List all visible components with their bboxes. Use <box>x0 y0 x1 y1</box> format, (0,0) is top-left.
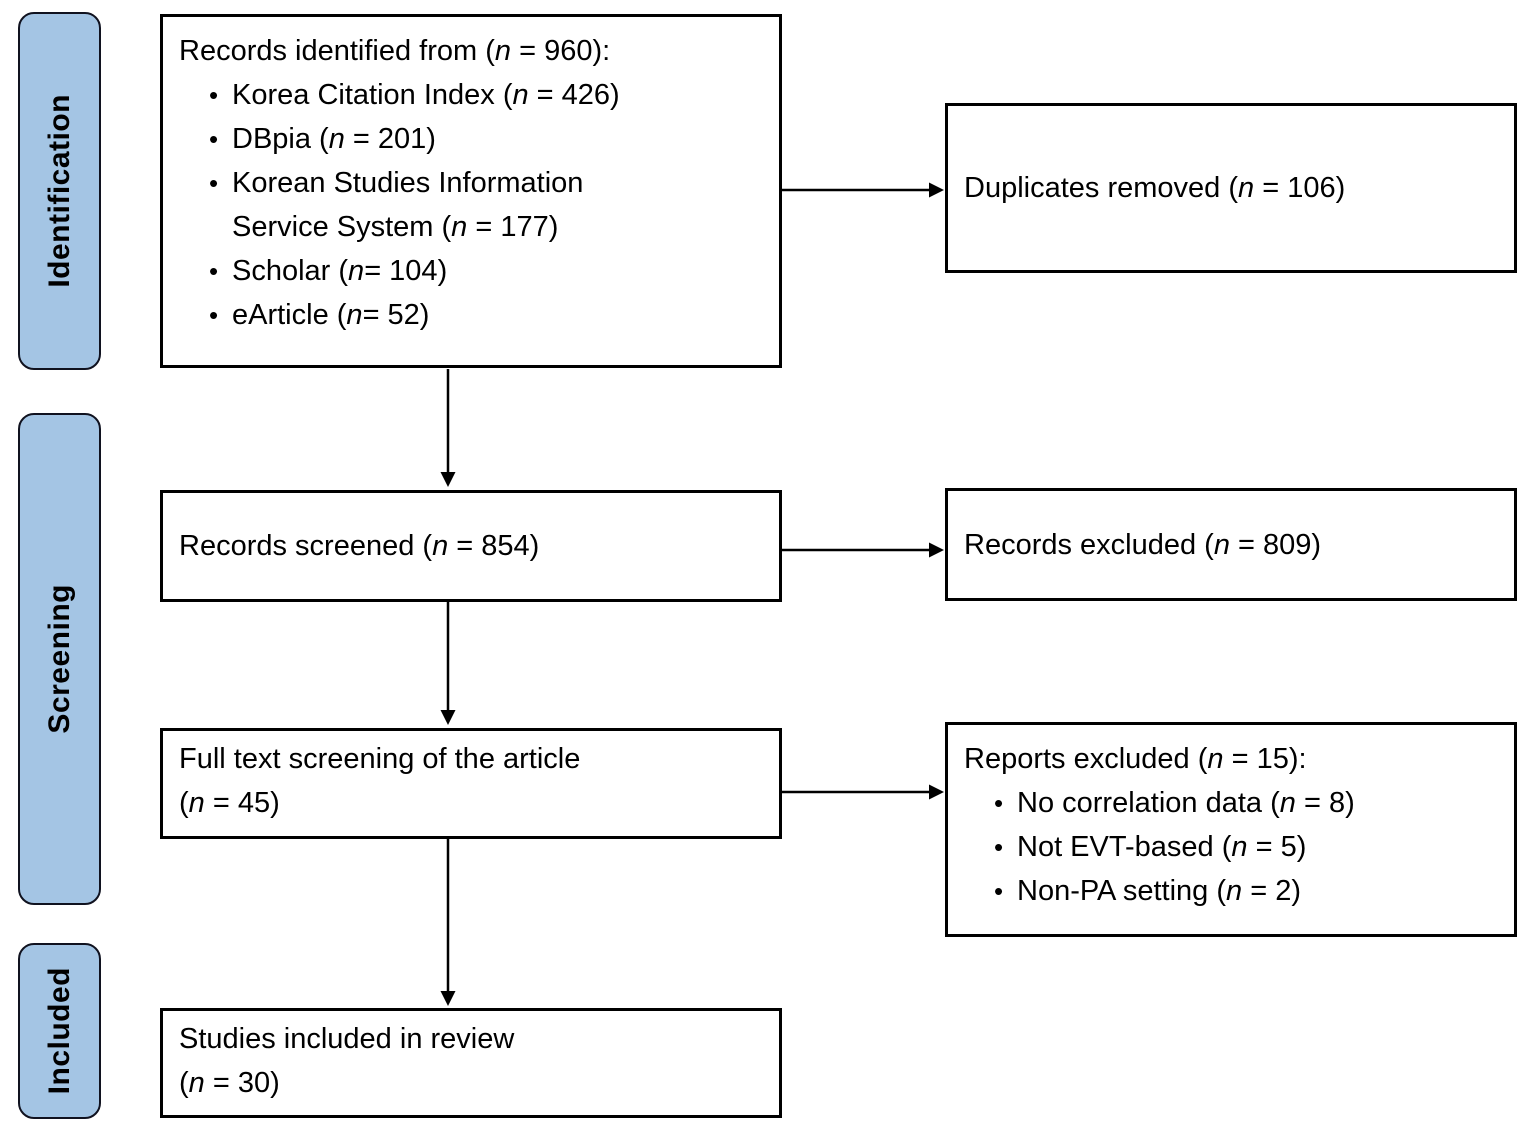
box-duplicates-removed: Duplicates removed (n = 106) <box>945 103 1517 273</box>
bullet-item: No correlation data (n = 8) <box>992 781 1498 825</box>
box-title: Records screened (n = 854) <box>179 530 540 562</box>
box-title: Duplicates removed (n = 106) <box>964 172 1346 204</box>
box-reports-excluded: Reports excluded (n = 15): No correlatio… <box>945 722 1517 937</box>
box-studies-included: Studies included in review(n = 30) <box>160 1008 782 1118</box>
bullet-item: eArticle (n= 52) <box>207 293 763 337</box>
source-bullet-list: Korea Citation Index (n = 426)DBpia (n =… <box>207 73 763 337</box>
box-title: Records excluded (n = 809) <box>964 528 1322 561</box>
box-records-screened: Records screened (n = 854) <box>160 490 782 602</box>
bullet-item: Not EVT-based (n = 5) <box>992 825 1498 869</box>
stage-label-included: Included <box>18 943 101 1119</box>
stage-label-text: Included <box>42 967 76 1095</box>
stage-label-text: Identification <box>42 94 76 288</box>
bullet-item: DBpia (n = 201) <box>207 117 763 161</box>
stage-label-screening: Screening <box>18 413 101 905</box>
box-records-excluded: Records excluded (n = 809) <box>945 488 1517 601</box>
stage-label-text: Screening <box>42 584 76 734</box>
box-title: Full text screening of the article(n = 4… <box>179 743 581 819</box>
box-records-identified: Records identified from (n = 960): Korea… <box>160 14 782 368</box>
exclusion-bullet-list: No correlation data (n = 8)Not EVT-based… <box>992 781 1498 913</box>
box-title: Reports excluded (n = 15): <box>964 743 1307 775</box>
bullet-item: Scholar (n= 104) <box>207 249 763 293</box>
bullet-item: Korea Citation Index (n = 426) <box>207 73 763 117</box>
bullet-item: Non-PA setting (n = 2) <box>992 869 1498 913</box>
box-fulltext-screening: Full text screening of the article(n = 4… <box>160 728 782 839</box>
box-title: Records identified from (n = 960): <box>179 35 611 67</box>
box-title: Studies included in review(n = 30) <box>179 1023 515 1099</box>
stage-label-identification: Identification <box>18 12 101 370</box>
